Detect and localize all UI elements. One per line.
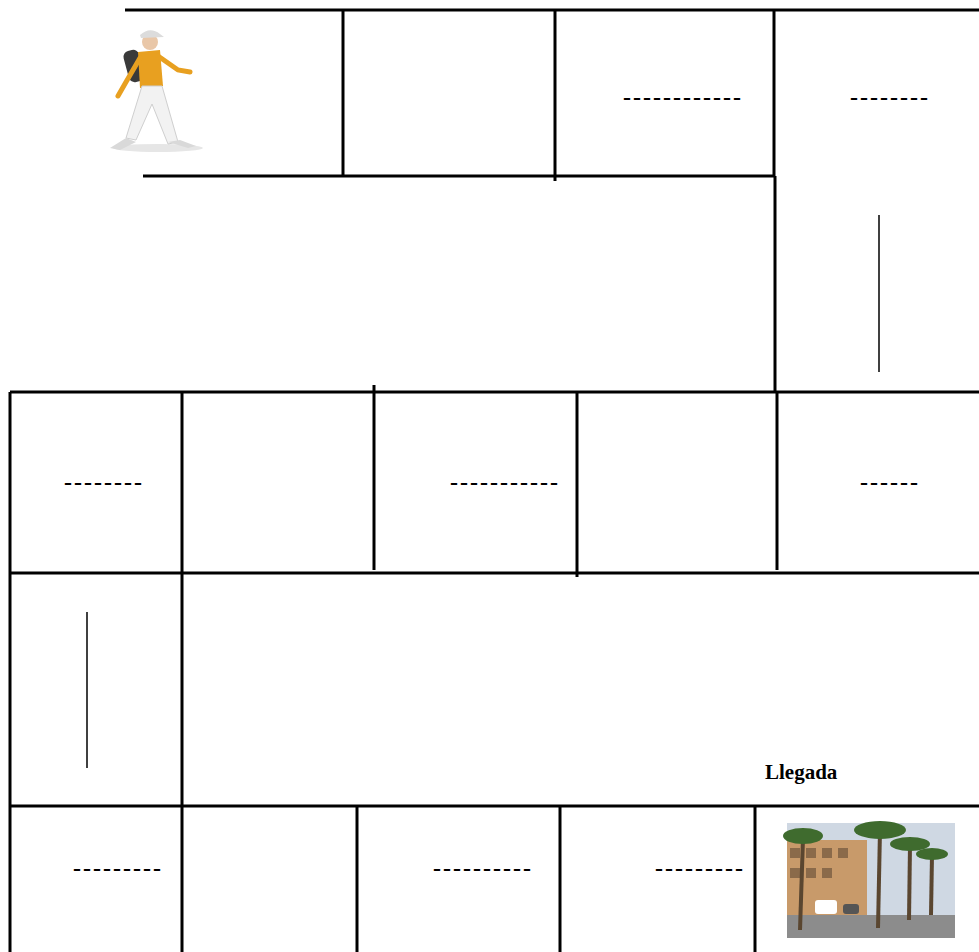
board-cell: ------------ <box>555 10 774 176</box>
blank-line: ----------- <box>450 470 560 494</box>
board-cell: -------- <box>10 392 182 573</box>
board-cell: ---------- <box>357 806 560 952</box>
blank-line: -------- <box>850 85 930 109</box>
board-cell: -------- <box>774 10 979 176</box>
board-cell: --------- <box>10 806 182 952</box>
finish-label: Llegada <box>765 762 837 783</box>
blank-line: ------------ <box>623 85 743 109</box>
grid-lines <box>10 10 979 952</box>
blank-line: -------- <box>64 470 144 494</box>
board-cell: ------ <box>777 392 979 573</box>
blank-line: --------- <box>73 856 163 880</box>
blank-line: ---------- <box>433 856 533 880</box>
blank-line: --------- <box>655 856 745 880</box>
walking-girl <box>110 30 203 152</box>
board-cell: ----------- <box>374 392 577 573</box>
board-cell: --------- <box>560 806 755 952</box>
blank-line: ------ <box>860 470 920 494</box>
street-photo <box>783 821 955 938</box>
path-marks <box>87 215 879 768</box>
